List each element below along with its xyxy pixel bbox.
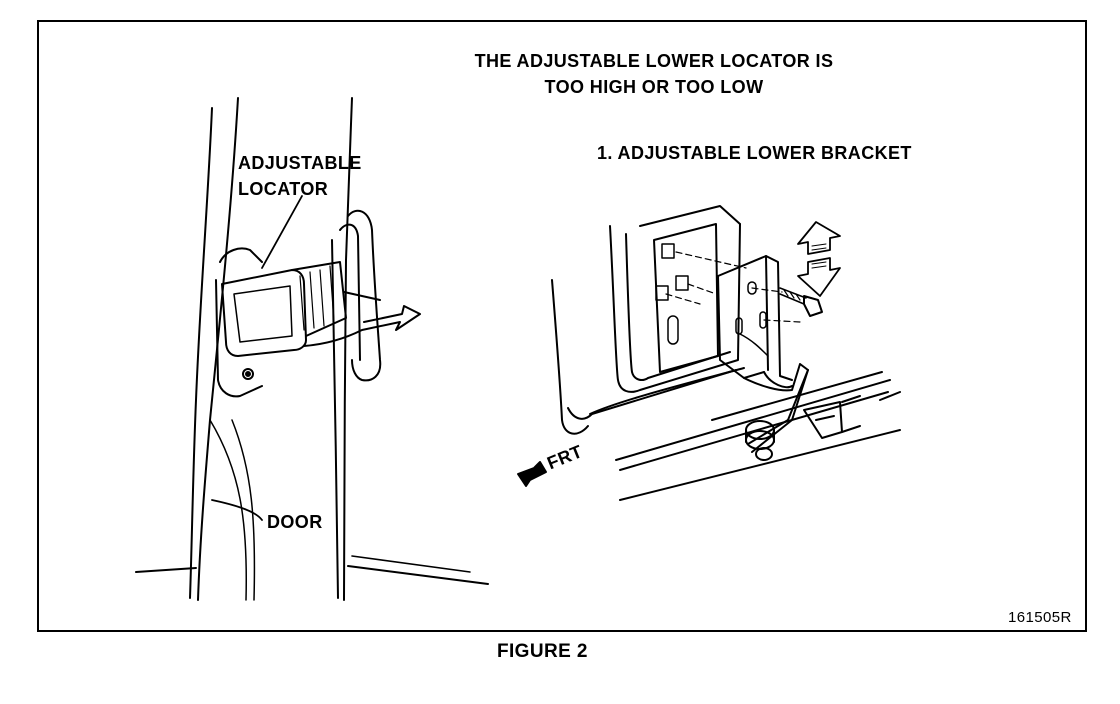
front-arrow-icon [517,461,547,487]
figure-code: 161505R [1008,609,1072,626]
door-leader-line [211,499,263,521]
adjustable-locator-label: ADJUSTABLE LOCATOR [238,153,362,199]
door-panel-drawing [551,205,745,435]
adjustable-locator-drawing [215,195,421,398]
figure-title: THE ADJUSTABLE LOWER LOCATOR IS TOO HIGH… [474,51,834,97]
bolt-drawing [779,287,823,317]
hidden-lines [665,251,801,323]
figure-caption: FIGURE 2 [497,641,588,662]
figure-frame [37,20,1087,632]
step-label: 1. ADJUSTABLE LOWER BRACKET [597,143,912,163]
seat-track-drawing [615,371,901,501]
door-label: DOOR [267,512,323,532]
up-down-arrow-icon [797,221,841,297]
